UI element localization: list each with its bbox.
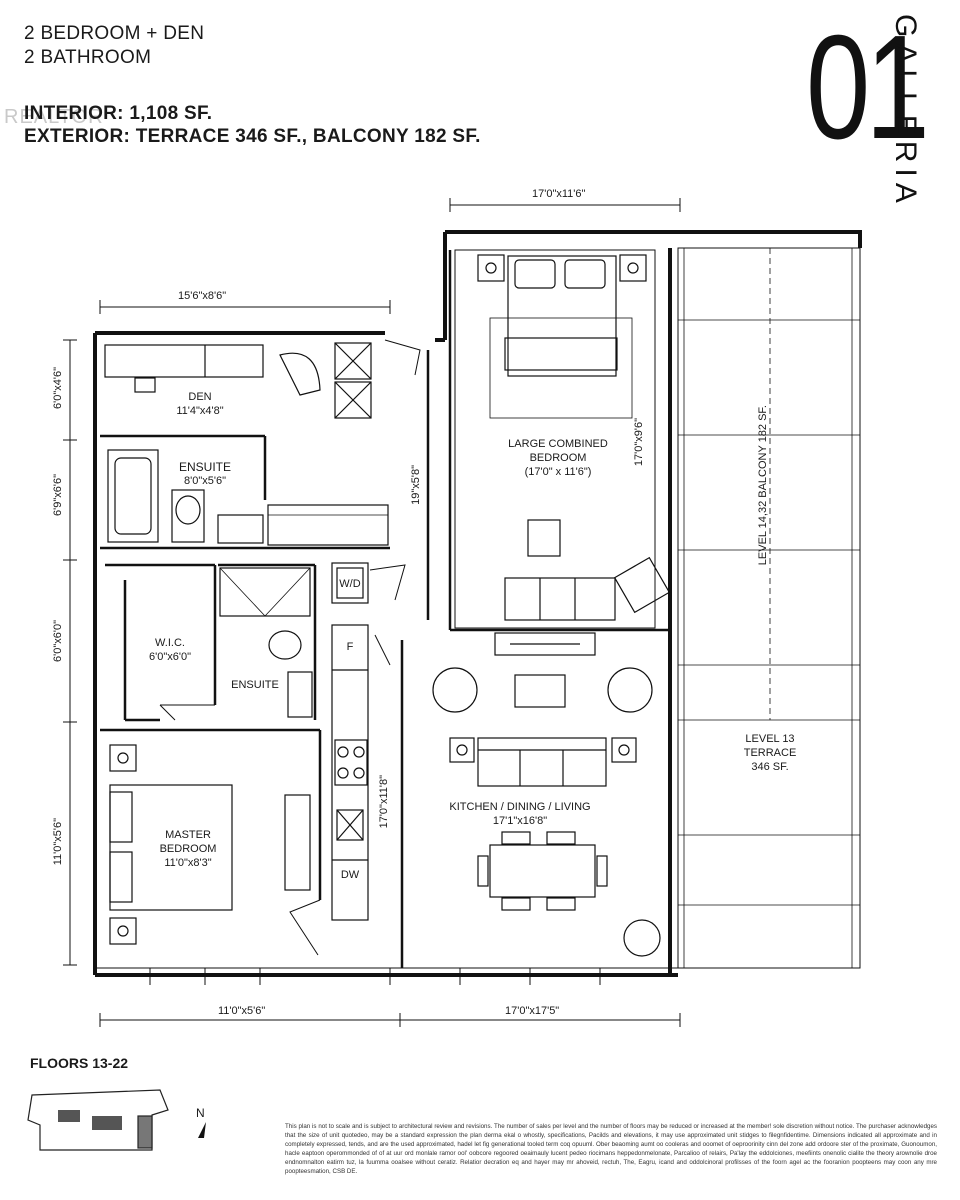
dim-top-den: 15'6"x8'6" bbox=[178, 290, 227, 302]
dim-bed-side: 17'0"x9'6" bbox=[633, 418, 645, 467]
interior-area: INTERIOR: 1,108 SF. bbox=[24, 103, 213, 124]
terrace-area bbox=[677, 247, 861, 969]
exterior-area: EXTERIOR: TERRACE 346 SF., BALCONY 182 S… bbox=[24, 126, 481, 147]
wic-label: W.I.C.6'0"x6'0" bbox=[149, 637, 191, 663]
dim-kitchen-side: 17'0"x11'8" bbox=[378, 775, 390, 829]
dim-left-2: 6'9"x6'6" bbox=[52, 474, 64, 516]
realtor-watermark: REALTOR bbox=[4, 106, 104, 128]
dining-table bbox=[477, 831, 661, 957]
dim-left-3: 6'0"x6'0" bbox=[52, 620, 64, 662]
dim-left-1: 6'0"x4'6" bbox=[52, 367, 64, 409]
dimension-lines bbox=[63, 198, 681, 1027]
fridge-label: F bbox=[346, 641, 354, 653]
unit-type: 2 BEDROOM + DEN bbox=[24, 23, 205, 44]
master-bed bbox=[109, 744, 321, 956]
disclaimer: This plan is not to scale and is subject… bbox=[285, 1123, 937, 1175]
dim-top-bedroom: 17'0"x11'6" bbox=[532, 188, 586, 200]
nightstands-large bbox=[477, 254, 647, 282]
ensuite-2-fixtures bbox=[159, 567, 313, 721]
dishwasher-label: DW bbox=[340, 869, 360, 881]
key-plan bbox=[27, 1089, 169, 1151]
dim-bottom-right: 17'0"x17'5" bbox=[505, 1005, 560, 1017]
dim-corridor: 19"x5'8" bbox=[410, 465, 422, 505]
bed-large bbox=[489, 255, 633, 419]
unit-number: 01 bbox=[806, 5, 930, 170]
den-furniture bbox=[104, 339, 421, 419]
bedroom-sofa bbox=[504, 519, 671, 621]
interior-walls bbox=[100, 250, 670, 968]
balcony-label: LEVEL 14,32 BALCONY 182 SF. bbox=[757, 405, 769, 566]
floors-label: FLOORS 13-22 bbox=[30, 1055, 129, 1071]
dim-left-4: 11'0"x5'6" bbox=[52, 818, 64, 866]
washer-dryer-label: W/D bbox=[339, 578, 361, 590]
building-name: GALLERIA bbox=[889, 14, 922, 209]
window-mullions bbox=[95, 967, 678, 985]
ensuite-1-fixtures bbox=[107, 449, 389, 546]
north-arrow-icon bbox=[198, 1122, 206, 1138]
bathroom-count: 2 BATHROOM bbox=[24, 47, 152, 68]
dim-bottom-left: 11'0"x5'6" bbox=[218, 1005, 266, 1017]
north-label: N bbox=[196, 1106, 205, 1120]
ensuite-2-label: ENSUITE bbox=[231, 679, 279, 691]
kitchen-counter bbox=[331, 562, 406, 921]
outer-walls bbox=[93, 230, 862, 977]
living-furniture bbox=[432, 632, 653, 787]
